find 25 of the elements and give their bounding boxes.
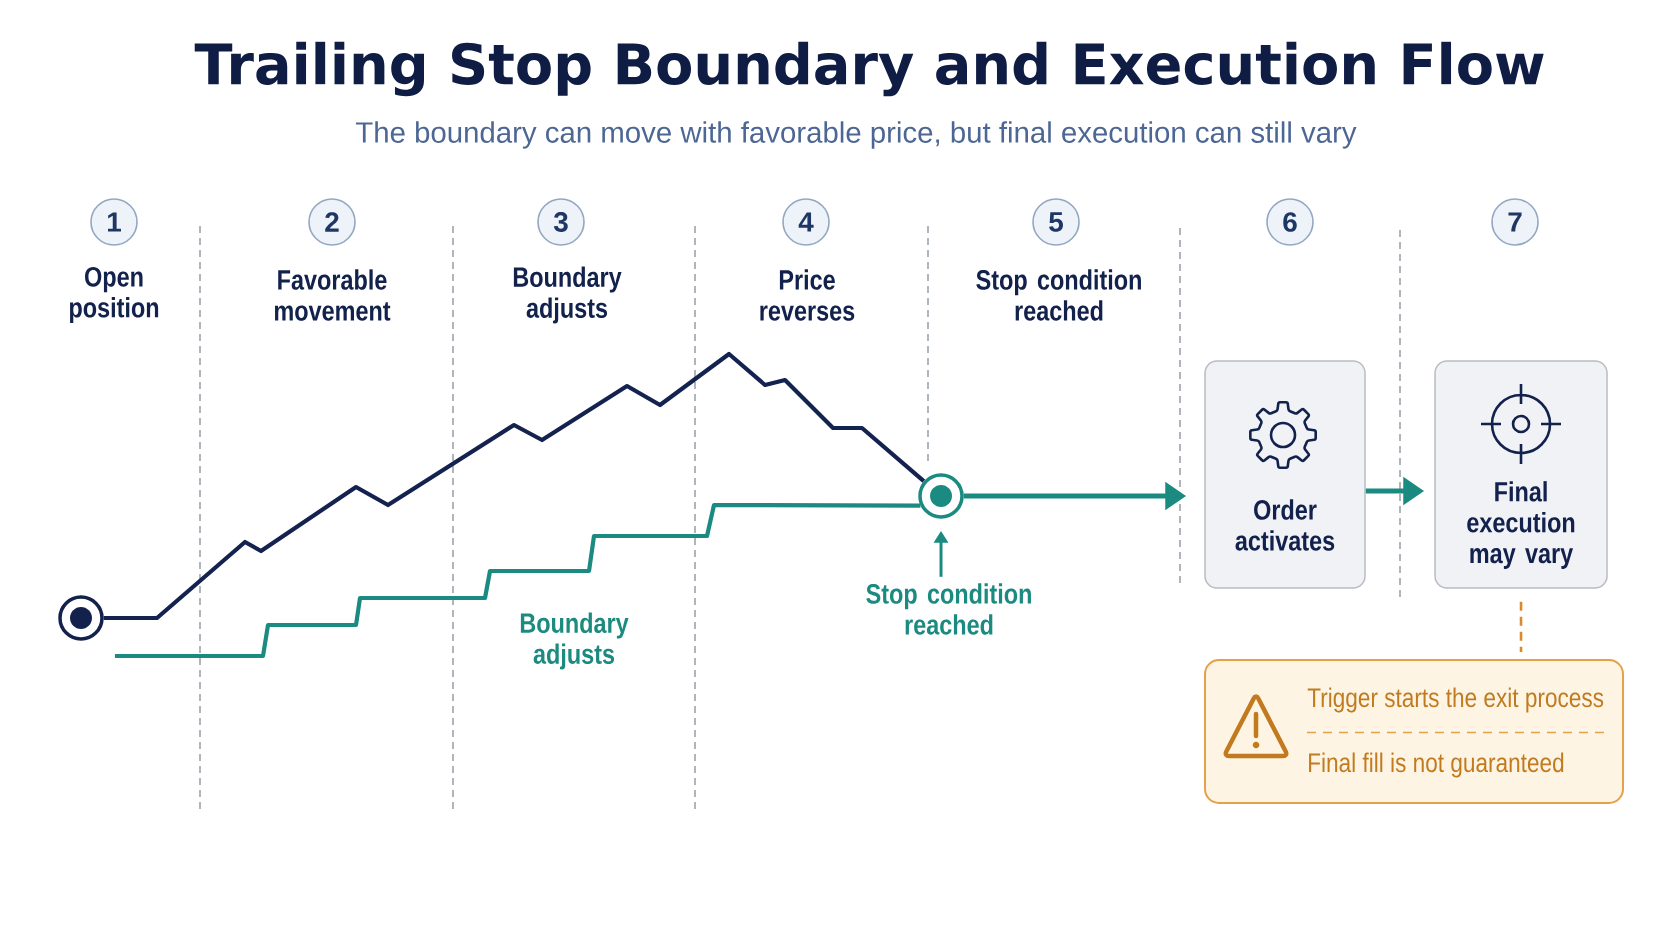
step-number: 7: [1491, 198, 1539, 246]
annotation-text: Stop condition reached: [866, 583, 1031, 635]
step-number: 6: [1266, 198, 1314, 246]
line-label: Boundary adjusts: [520, 612, 629, 670]
boundary-line: [115, 502, 921, 659]
step-label: Boundary adjusts: [513, 266, 622, 324]
step-number: 2: [308, 198, 356, 246]
process-box: Order activates: [1204, 360, 1366, 589]
price-line: [103, 351, 926, 621]
title: Trailing Stop Boundary and Execution Flow: [194, 41, 1544, 97]
dashed-connector: [1519, 601, 1523, 652]
step-label: Stop condition reached: [976, 269, 1141, 321]
step-number: 1: [90, 198, 138, 246]
start-marker: [58, 595, 104, 641]
step-label: Favorable movement: [274, 269, 391, 321]
stop-marker: [918, 473, 964, 519]
step-number: 3: [537, 198, 585, 246]
step-label: Open position: [70, 266, 159, 324]
note-text: Final fill is not guaranteed: [1309, 752, 1564, 778]
step-label: Price reverses: [760, 269, 855, 321]
step-number: 4: [782, 198, 830, 246]
note-text: Trigger starts the exit process: [1307, 687, 1604, 713]
subtitle: The boundary can move with favorable price, but final execution can still vary: [355, 121, 1357, 149]
step-number: 5: [1032, 198, 1080, 246]
process-box: Final execution may vary: [1434, 360, 1608, 589]
